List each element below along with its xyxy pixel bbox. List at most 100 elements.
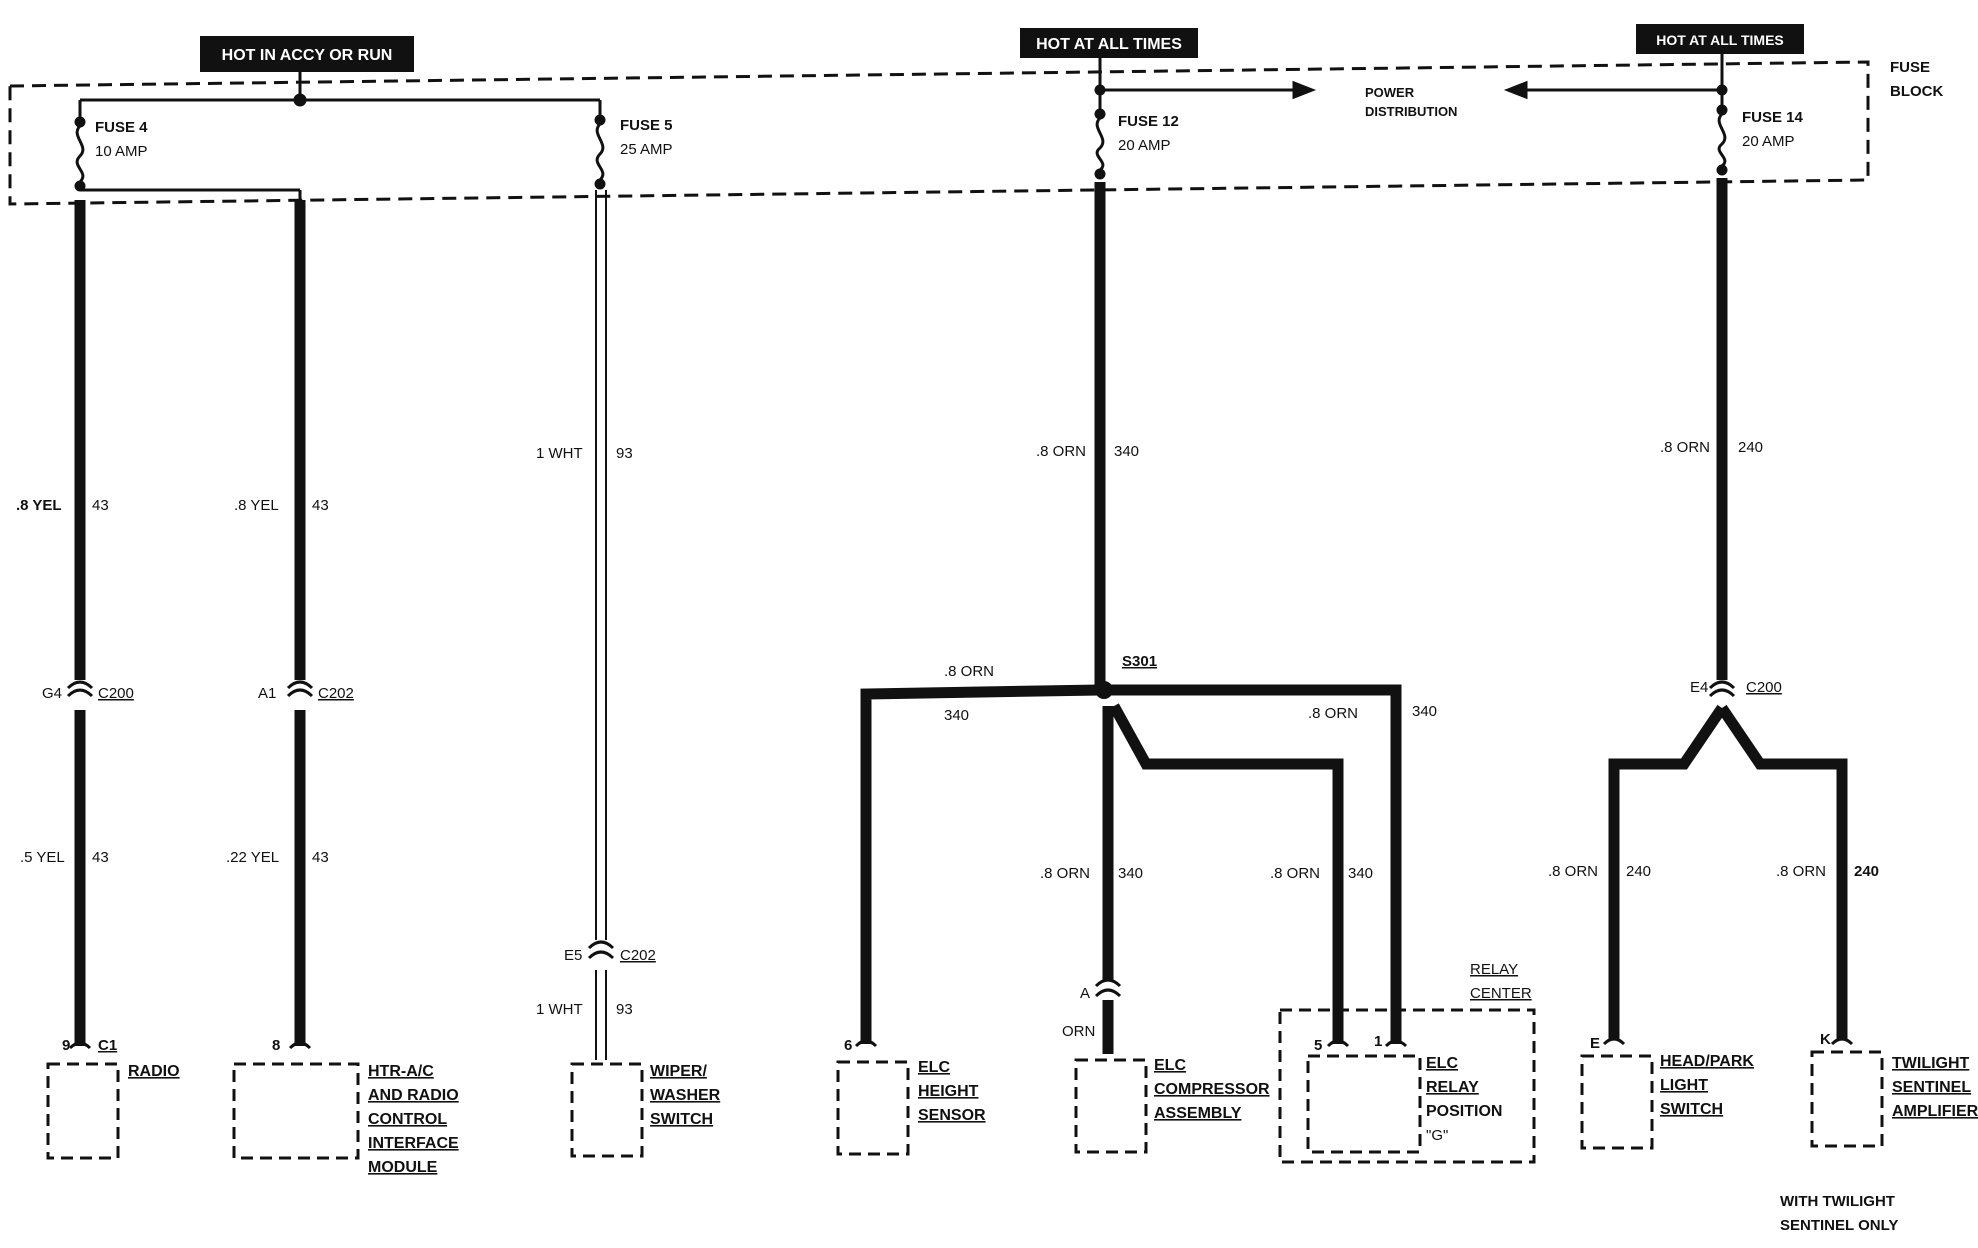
radio-conn: C1	[98, 1037, 117, 1054]
htr-line1: HTR-A/C	[368, 1063, 434, 1080]
w4-relay-num: 340	[1348, 865, 1373, 882]
elc-relay-line4: "G"	[1426, 1127, 1448, 1144]
htr-line2: AND RADIO	[368, 1087, 459, 1104]
htr-pin: 8	[272, 1037, 280, 1054]
relay-center-line2: CENTER	[1470, 985, 1532, 1002]
elc-comp-line1: ELC	[1154, 1057, 1186, 1074]
elc-height-line3: SENSOR	[918, 1107, 986, 1124]
c202-a-pin: A1	[258, 685, 276, 702]
twilight-pin: K	[1820, 1031, 1831, 1048]
connector-symbols	[66, 680, 1854, 1050]
w3-lower-num: 93	[616, 1001, 633, 1018]
w3-lower-color: 1 WHT	[536, 1001, 583, 1018]
radio-pin: 9	[62, 1037, 70, 1054]
w5-left-num: 240	[1626, 863, 1651, 880]
fuse-14-rating: 20 AMP	[1742, 133, 1795, 150]
footnote-line1: WITH TWILIGHT	[1780, 1193, 1895, 1210]
w4-mid-color: .8 ORN	[1040, 865, 1090, 882]
headpark-line1: HEAD/PARK	[1660, 1053, 1754, 1070]
w2-upper-color: .8 YEL	[234, 497, 279, 514]
elc-relay-line1: ELC	[1426, 1055, 1458, 1072]
header-all-times-1-text: HOT AT ALL TIMES	[1036, 36, 1182, 53]
c200-a-name: C200	[98, 685, 134, 702]
power-distribution-1: POWER	[1365, 85, 1415, 100]
elc-height-line1: ELC	[918, 1059, 950, 1076]
c200-a-pin: G4	[42, 685, 62, 702]
splice-s301	[1095, 681, 1113, 699]
twilight-line1: TWILIGHT	[1892, 1055, 1970, 1072]
fuse-4-name: FUSE 4	[95, 119, 148, 136]
power-distribution-2: DISTRIBUTION	[1365, 104, 1457, 119]
c202-b-pin: E5	[564, 947, 582, 964]
w5-upper-num: 240	[1738, 439, 1763, 456]
w4-mid-num: 340	[1118, 865, 1143, 882]
fuse-block-label-2: BLOCK	[1890, 83, 1943, 100]
elc-comp-line2: COMPRESSOR	[1154, 1081, 1270, 1098]
w4-upper-color: .8 ORN	[1036, 443, 1086, 460]
fuse-14-symbol	[1716, 54, 1728, 176]
w4-right-color: .8 ORN	[1308, 705, 1358, 722]
twilight-line2: SENTINEL	[1892, 1079, 1971, 1096]
w4-orn: ORN	[1062, 1023, 1095, 1040]
footnote-line2: SENTINEL ONLY	[1780, 1217, 1898, 1234]
fuse-4-rating: 10 AMP	[95, 143, 148, 160]
w4-right-num: 340	[1412, 703, 1437, 720]
elc-height-line2: HEIGHT	[918, 1083, 979, 1100]
accy-bus	[78, 72, 602, 118]
w1-lower-num: 43	[92, 849, 109, 866]
elc-relay-line2: RELAY	[1426, 1079, 1479, 1096]
elc-comp-line3: ASSEMBLY	[1154, 1105, 1242, 1122]
w1-upper-num: 43	[92, 497, 109, 514]
radio-label: RADIO	[128, 1063, 180, 1080]
w5-left-color: .8 ORN	[1548, 863, 1598, 880]
w5-right-num: 240	[1854, 863, 1879, 880]
header-accy-run: HOT IN ACCY OR RUN	[200, 36, 414, 72]
w5-right-color: .8 ORN	[1776, 863, 1826, 880]
fuse-4-symbol	[74, 116, 302, 200]
fuse-14-name: FUSE 14	[1742, 109, 1804, 126]
header-all-times-2: HOT AT ALL TIMES	[1636, 24, 1804, 54]
w4-left-num: 340	[944, 707, 969, 724]
w2-upper-num: 43	[312, 497, 329, 514]
w2-lower-color: .22 YEL	[226, 849, 279, 866]
c200-b-pin: E4	[1690, 679, 1708, 696]
w3-upper-color: 1 WHT	[536, 445, 583, 462]
c202-b-name: C202	[620, 947, 656, 964]
fuse-5-name: FUSE 5	[620, 117, 673, 134]
elc-relay-pin-a: 5	[1314, 1037, 1322, 1054]
wiper-line1: WIPER/	[650, 1063, 707, 1080]
header-all-times-2-text: HOT AT ALL TIMES	[1656, 32, 1784, 48]
splice-s301-label: S301	[1122, 653, 1157, 670]
fuse-block-border	[8, 60, 1870, 206]
w4-left-color: .8 ORN	[944, 663, 994, 680]
headpark-line2: LIGHT	[1660, 1077, 1708, 1094]
w3-upper-num: 93	[616, 445, 633, 462]
htr-line5: MODULE	[368, 1159, 438, 1176]
w1-lower-color: .5 YEL	[20, 849, 65, 866]
wiper-line2: WASHER	[650, 1087, 721, 1104]
w5-upper-color: .8 ORN	[1660, 439, 1710, 456]
w4-upper-num: 340	[1114, 443, 1139, 460]
fuse-5-rating: 25 AMP	[620, 141, 673, 158]
heavy-wires	[74, 178, 1848, 1054]
c200-b-name: C200	[1746, 679, 1782, 696]
fuse-12-name: FUSE 12	[1118, 113, 1179, 130]
fuse-12-symbol	[1094, 58, 1106, 180]
elc-relay-pin-b: 1	[1374, 1033, 1382, 1050]
power-distribution-arrows	[1098, 80, 1720, 100]
w1-upper-color: .8 YEL	[16, 497, 62, 514]
elc-height-pin: 6	[844, 1037, 852, 1054]
header-accy-run-text: HOT IN ACCY OR RUN	[222, 47, 393, 64]
w2-lower-num: 43	[312, 849, 329, 866]
c202-a-name: C202	[318, 685, 354, 702]
w4-relay-color: .8 ORN	[1270, 865, 1320, 882]
elc-relay-line3: POSITION	[1426, 1103, 1502, 1120]
fuse-12-rating: 20 AMP	[1118, 137, 1171, 154]
component-boxes	[46, 1008, 1884, 1164]
twilight-line3: AMPLIFIER	[1892, 1103, 1978, 1120]
htr-line4: INTERFACE	[368, 1135, 459, 1152]
elc-comp-pin: A	[1080, 985, 1090, 1002]
headpark-line3: SWITCH	[1660, 1101, 1723, 1118]
fuse-5-symbol	[594, 114, 606, 190]
